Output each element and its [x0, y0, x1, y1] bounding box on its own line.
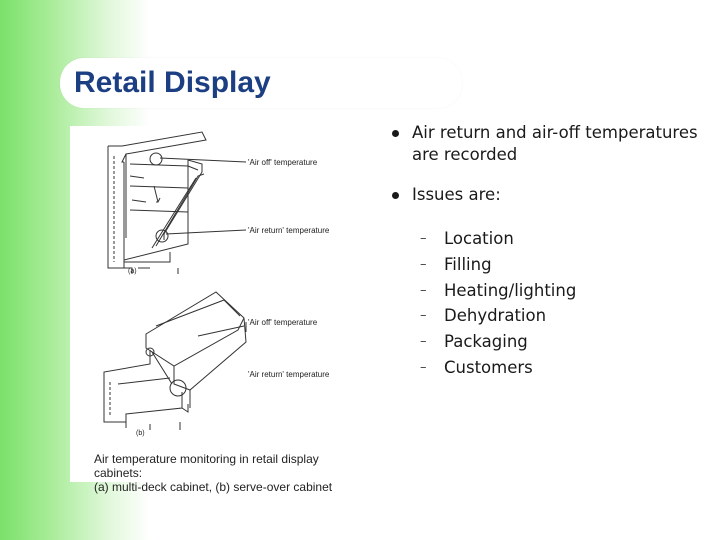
label-b-air-off: 'Air off' temperature: [248, 318, 318, 327]
sub-bullet-item: – Packaging: [420, 329, 700, 355]
label-a-sub: (a): [128, 268, 137, 275]
dash-icon: –: [420, 282, 427, 298]
bullet-dot-icon: [392, 130, 399, 137]
sub-bullet-text: Filling: [444, 254, 492, 274]
bullet-text: Issues are:: [412, 185, 501, 204]
sub-bullet-item: – Customers: [420, 355, 700, 381]
label-b-sub: (b): [136, 430, 145, 437]
slide-title: Retail Display: [74, 66, 271, 99]
bullet-item: Issues are:: [388, 184, 708, 206]
bullet-dot-icon: [392, 192, 399, 199]
dash-icon: –: [420, 231, 427, 246]
bullet-list: Air return and air-off temperatures are …: [388, 122, 708, 224]
sub-bullet-item: – Dehydration: [420, 303, 700, 329]
sub-bullet-text: Packaging: [444, 332, 528, 352]
sub-bullet-item: – Filling: [420, 252, 700, 278]
sub-bullet-text: Heating/lighting: [444, 280, 577, 300]
cabinet-figure: 'Air off' temperature 'Air return' tempe…: [70, 126, 372, 494]
dash-icon: –: [420, 256, 427, 272]
sub-bullet-item: – Location: [420, 226, 700, 252]
label-b-air-return: 'Air return' temperature: [248, 370, 330, 379]
caption-line-2: (a) multi-deck cabinet, (b) serve-over c…: [94, 480, 333, 494]
dash-icon: –: [420, 334, 427, 350]
dash-icon: –: [420, 308, 427, 324]
sub-bullet-text: Customers: [444, 357, 533, 377]
sub-bullet-item: – Heating/lighting: [420, 278, 700, 304]
bullet-item: Air return and air-off temperatures are …: [388, 122, 708, 166]
label-a-air-off: 'Air off' temperature: [248, 158, 318, 167]
sub-bullet-text: Location: [444, 229, 514, 248]
cabinet-diagram: [103, 131, 247, 430]
sub-bullet-list: – Location – Filling – Heating/lighting – De…: [420, 226, 700, 381]
dash-icon: –: [420, 359, 427, 375]
sub-bullet-text: Dehydration: [444, 306, 547, 326]
bullet-text: Air return and air-off temperatures are …: [412, 123, 698, 164]
label-a-air-return: 'Air return' temperature: [248, 226, 330, 235]
caption-line-1: Air temperature monitoring in retail dis…: [94, 452, 319, 480]
figure-caption: Air temperature monitoring in retail dis…: [94, 452, 370, 494]
title-background: [60, 58, 462, 108]
